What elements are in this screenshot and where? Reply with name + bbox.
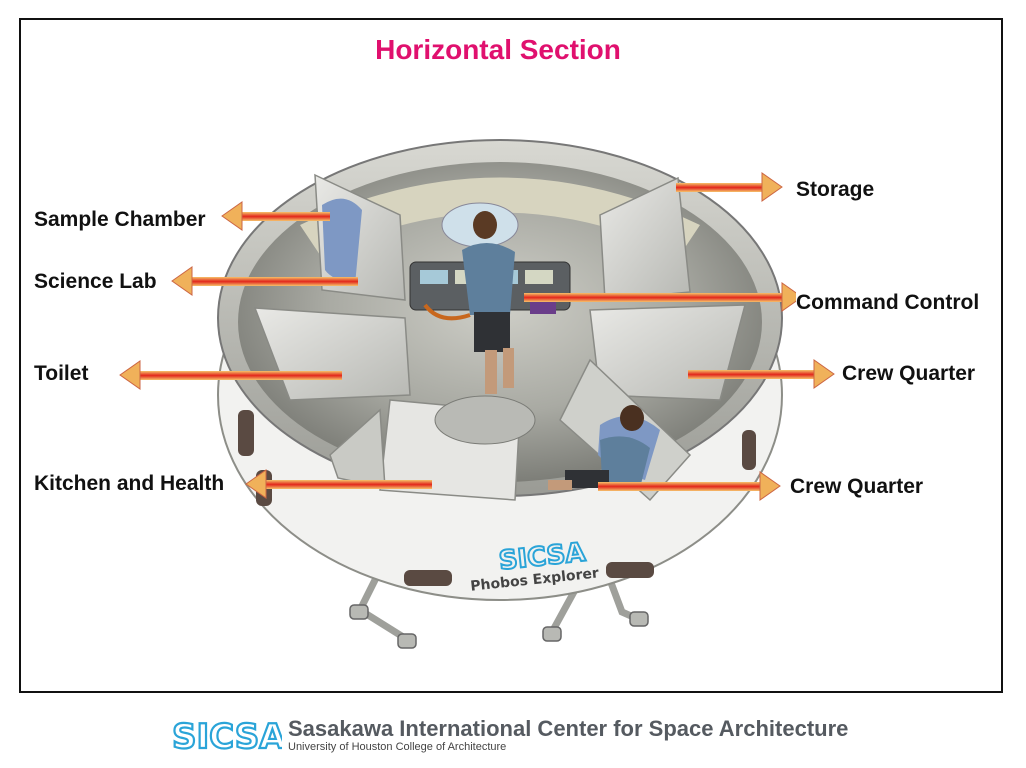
floor-hatch — [434, 395, 536, 445]
arrow-left-icon — [171, 266, 193, 296]
arrow-crew-quarter-upper — [688, 359, 835, 389]
label-crew-quarter-upper: Crew Quarter — [842, 362, 976, 385]
module-back-wall — [300, 177, 700, 255]
arrow-right-icon — [813, 359, 835, 389]
footer-logo-text: SICSA — [172, 717, 282, 754]
arrow-left-icon — [221, 201, 243, 231]
arrow-storage — [676, 172, 783, 202]
arrow-right-icon — [759, 471, 781, 501]
arrow-crew-quarter-lower — [598, 471, 781, 501]
arrow-command-control — [524, 282, 803, 312]
arrow-toilet — [119, 360, 342, 390]
label-sample-chamber: Sample Chamber — [34, 208, 206, 231]
arrow-science-lab — [171, 266, 358, 296]
arrow-left-icon — [245, 469, 267, 499]
label-toilet: Toilet — [34, 362, 89, 385]
label-science-lab: Science Lab — [34, 270, 157, 293]
footer-organization: Sasakawa International Center for Space … — [288, 716, 849, 741]
arrow-right-icon — [781, 282, 803, 312]
sicsa-logo: SICSA — [171, 716, 282, 754]
arrow-left-icon — [119, 360, 141, 390]
footer-subtitle: University of Houston College of Archite… — [288, 741, 507, 753]
label-command-control: Command Control — [796, 291, 986, 315]
astronaut-seated — [548, 405, 650, 490]
arrow-right-icon — [761, 172, 783, 202]
arrow-kitchen-health — [245, 469, 432, 499]
label-kitchen-health: Kitchen and Health — [34, 472, 225, 495]
landing-feet — [349, 604, 649, 649]
arrow-sample-chamber — [221, 201, 330, 231]
diagram-title: Horizontal Section — [375, 34, 621, 65]
label-storage: Storage — [796, 178, 875, 201]
astronaut-standing — [462, 211, 515, 394]
label-crew-quarter-lower: Crew Quarter — [790, 475, 924, 498]
